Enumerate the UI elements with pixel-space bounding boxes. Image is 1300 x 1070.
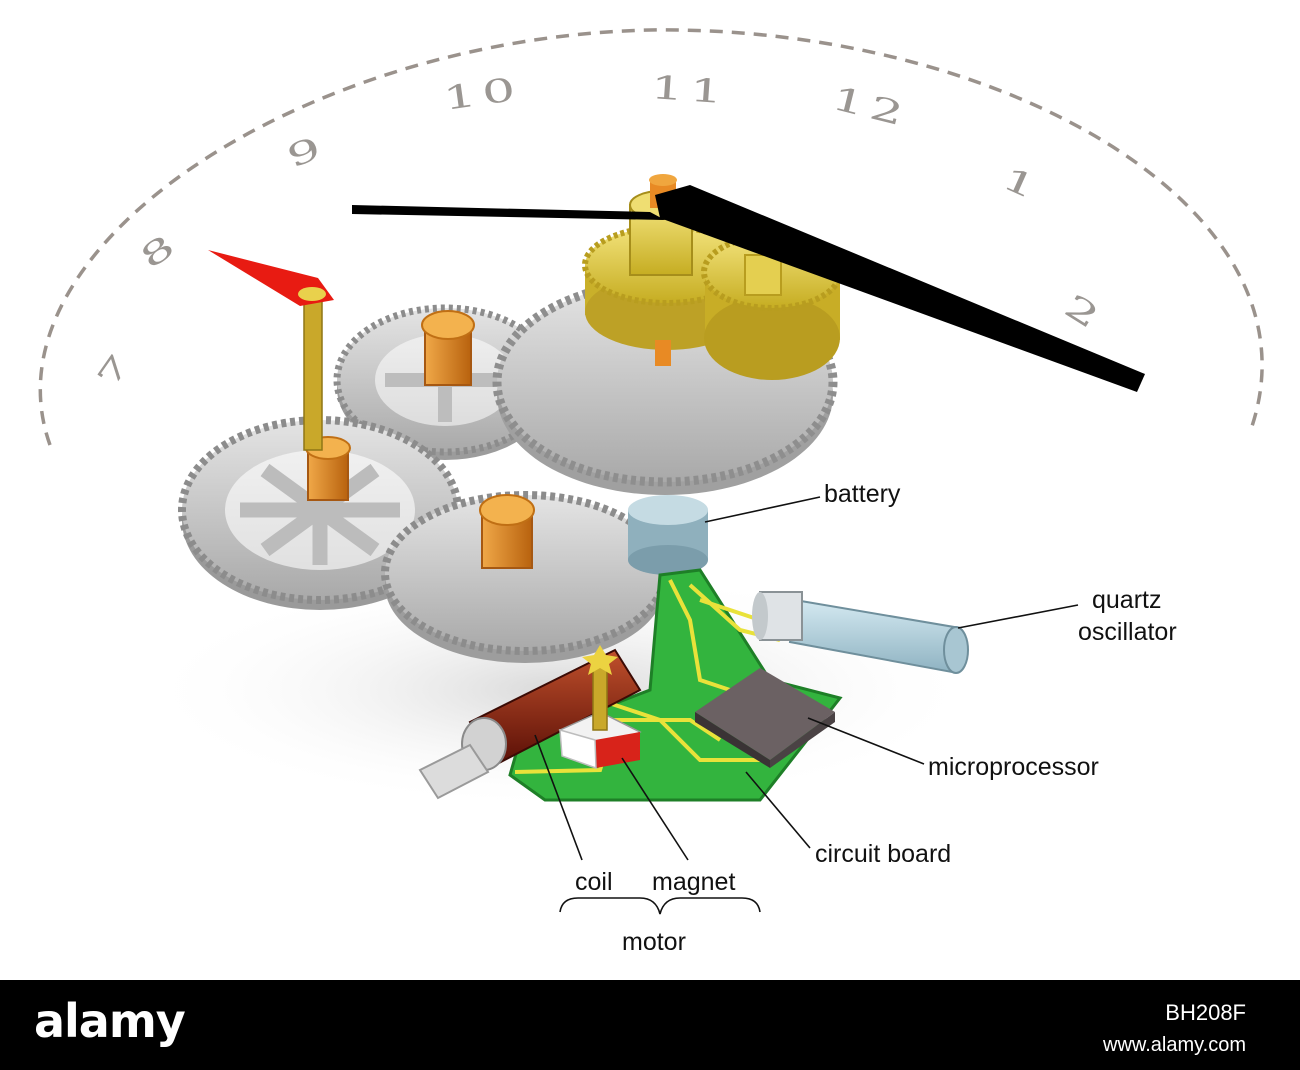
magnet-leader xyxy=(621,757,689,861)
dial-numeral-9: 9 xyxy=(282,128,331,176)
dial-numeral-12: 12 xyxy=(828,80,913,135)
label-circuit-board: circuit board xyxy=(815,840,951,868)
motor-brace xyxy=(559,897,761,915)
motor xyxy=(418,645,642,800)
quartz-oscillator xyxy=(752,591,969,674)
dial-numeral-10: 10 xyxy=(441,70,524,118)
minute-hand xyxy=(655,185,1145,392)
hour-hand xyxy=(352,205,665,220)
battery xyxy=(628,495,708,575)
label-motor: motor xyxy=(622,928,686,956)
label-quartz-line1: quartz xyxy=(1092,586,1161,614)
watermark-image-id: BH208F xyxy=(1165,1000,1246,1025)
dial-numeral-7: 7 xyxy=(90,343,140,394)
dial-rim xyxy=(38,28,1264,446)
gear-train xyxy=(178,174,843,663)
battery-leader xyxy=(704,496,821,523)
dial-numeral-1: 1 xyxy=(997,160,1048,209)
second-hand xyxy=(208,250,334,451)
dial-numeral-2: 2 xyxy=(1058,287,1111,339)
label-magnet: magnet xyxy=(652,868,735,896)
coil-leader xyxy=(534,734,583,861)
pinion-upper xyxy=(421,310,475,386)
quartz-leader xyxy=(957,604,1079,629)
microprocessor-leader xyxy=(807,717,925,765)
quartz-clock-diagram: 7 8 9 10 11 12 1 2 xyxy=(38,28,1264,956)
watermark-url: www.alamy.com xyxy=(1103,1034,1246,1056)
microprocessor xyxy=(695,668,835,768)
label-quartz-line2: oscillator xyxy=(1078,618,1177,646)
dial-numeral-8: 8 xyxy=(134,224,187,276)
watermark-logo: alamy xyxy=(34,994,186,1048)
circuit-board-leader xyxy=(745,771,811,849)
label-battery: battery xyxy=(824,480,901,508)
watermark-footer xyxy=(0,980,1300,1070)
dial-numeral-11: 11 xyxy=(649,69,730,112)
pinion-lower xyxy=(479,494,535,569)
label-microprocessor: microprocessor xyxy=(928,753,1099,781)
gear-lower-right xyxy=(381,491,669,663)
label-coil: coil xyxy=(575,868,613,896)
